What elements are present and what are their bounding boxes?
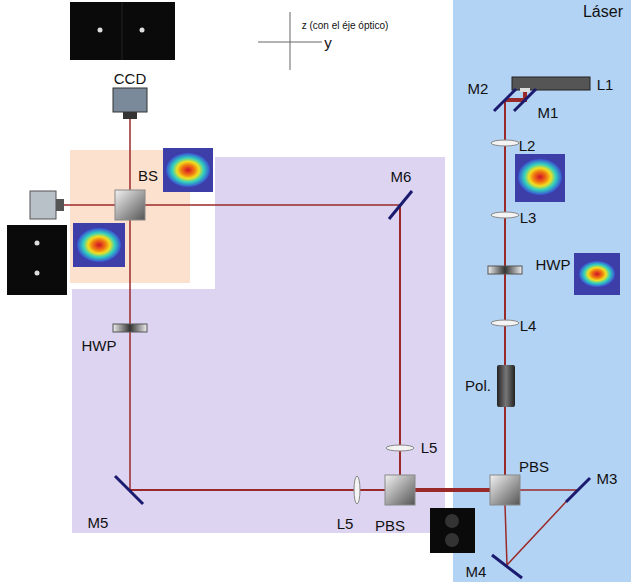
component-label: L5 <box>337 516 354 531</box>
component-label: L2 <box>519 138 536 153</box>
axis-label: z (con el éje óptico) <box>302 21 389 31</box>
component-label: M5 <box>88 515 109 530</box>
component-label: M1 <box>538 105 559 120</box>
component-label: L3 <box>520 210 537 225</box>
component-label: M3 <box>597 471 618 486</box>
component-label: M4 <box>466 564 487 579</box>
component-label: M6 <box>391 169 412 184</box>
component-label: L4 <box>520 318 537 333</box>
component-label: BS <box>138 168 158 183</box>
component-label: HWP <box>82 338 117 353</box>
region-title: Láser <box>453 0 631 21</box>
camera-label: CCD <box>114 71 147 86</box>
component-label: L1 <box>597 77 614 92</box>
axis-label: y <box>324 35 332 50</box>
component-label: L5 <box>421 440 438 455</box>
component-label: HWP <box>536 257 571 272</box>
component-label: M2 <box>468 81 489 96</box>
component-label: PBS <box>375 518 405 533</box>
component-label: PBS <box>519 459 549 474</box>
component-label: Pol. <box>465 378 491 393</box>
